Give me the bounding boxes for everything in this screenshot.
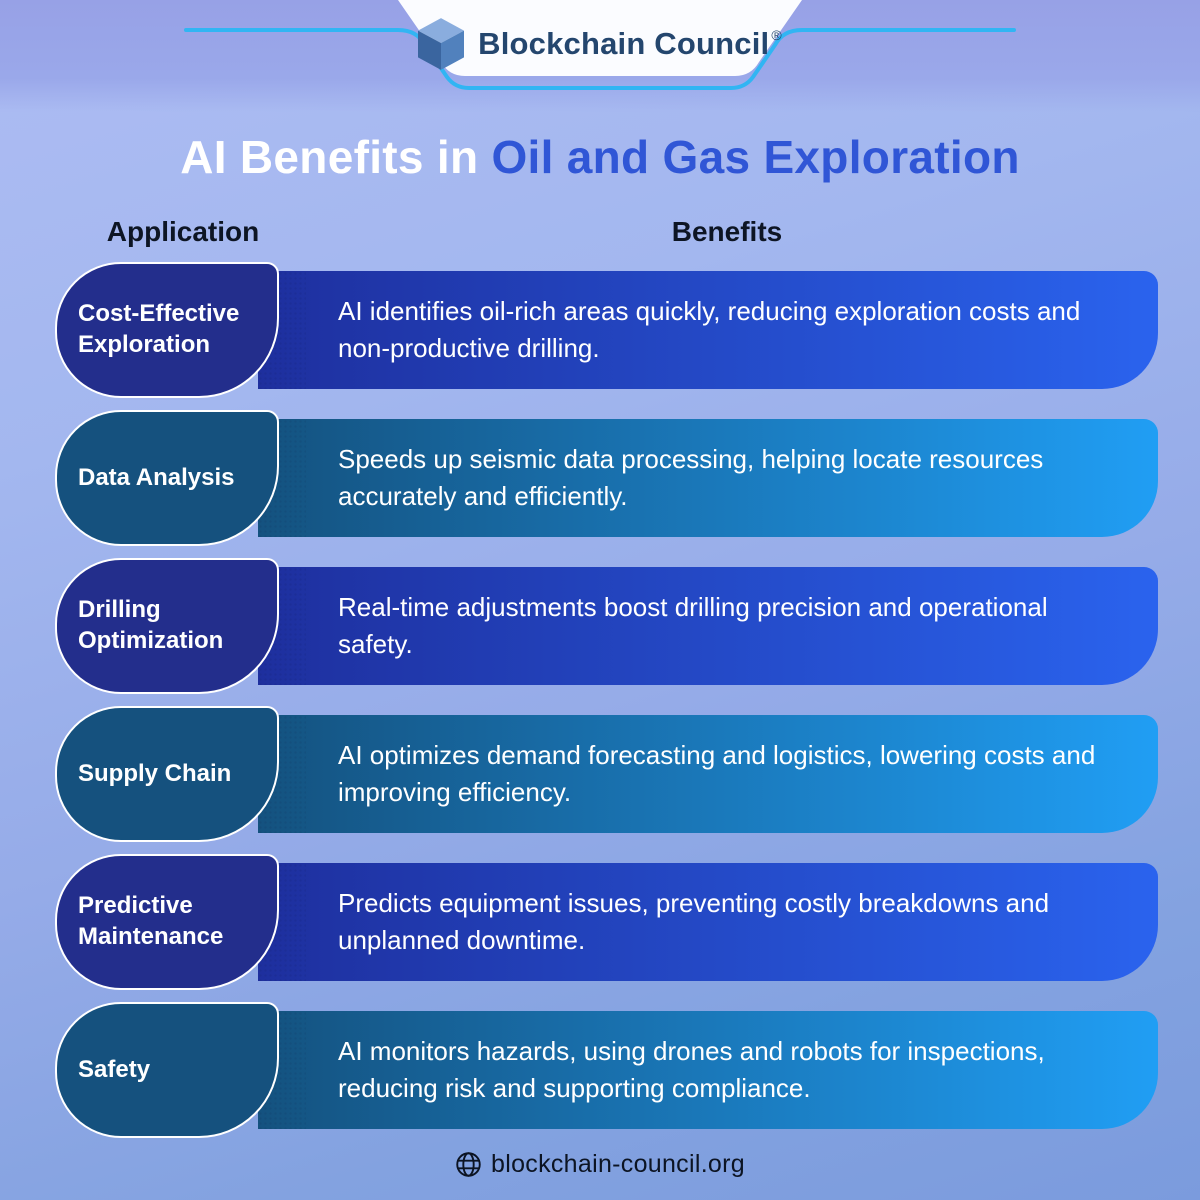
application-pill: Cost-Effective Exploration xyxy=(55,262,279,398)
benefit-bar: Real-time adjustments boost drilling pre… xyxy=(258,567,1158,685)
brand-name-text: Blockchain Council xyxy=(478,26,770,61)
application-pill: Drilling Optimization xyxy=(55,558,279,694)
column-header-benefits: Benefits xyxy=(671,216,783,247)
application-pill: Data Analysis xyxy=(55,410,279,546)
cube-icon xyxy=(418,18,465,70)
benefit-bar: Predicts equipment issues, preventing co… xyxy=(258,863,1158,981)
benefit-bar: AI optimizes demand forecasting and logi… xyxy=(258,715,1158,833)
footer-link[interactable]: blockchain-council.org xyxy=(491,1150,745,1178)
benefit-bar: AI monitors hazards, using drones and ro… xyxy=(258,1011,1158,1129)
benefit-bar: Speeds up seismic data processing, helpi… xyxy=(258,419,1158,537)
header-decoration xyxy=(0,0,1200,112)
brand-logo: Blockchain Council® xyxy=(0,12,1200,76)
benefit-text: Speeds up seismic data processing, helpi… xyxy=(338,444,1044,511)
page-title-prefix: AI Benefits in xyxy=(180,131,492,183)
table-row: Real-time adjustments boost drilling pre… xyxy=(0,558,1200,694)
application-label: Cost-Effective Exploration xyxy=(78,300,240,358)
brand-name: Blockchain Council® xyxy=(478,26,782,62)
footer: blockchain-council.org xyxy=(0,1150,1200,1179)
application-label: Supply Chain xyxy=(78,759,232,787)
benefit-text: AI identifies oil-rich areas quickly, re… xyxy=(338,296,1081,363)
application-label: Data Analysis xyxy=(78,463,235,491)
table-row: Speeds up seismic data processing, helpi… xyxy=(0,410,1200,546)
page-title: AI Benefits in Oil and Gas Exploration xyxy=(0,130,1200,184)
table-row: Predicts equipment issues, preventing co… xyxy=(0,854,1200,990)
table-row: AI identifies oil-rich areas quickly, re… xyxy=(0,262,1200,398)
column-header-application: Application xyxy=(106,216,260,247)
application-pill: Supply Chain xyxy=(55,706,279,842)
benefit-text: Predicts equipment issues, preventing co… xyxy=(338,888,1050,955)
benefit-text: AI optimizes demand forecasting and logi… xyxy=(338,740,1096,807)
benefit-text: AI monitors hazards, using drones and ro… xyxy=(338,1036,1045,1103)
application-pill: Predictive Maintenance xyxy=(55,854,279,990)
application-pill: Safety xyxy=(55,1002,279,1138)
table-row: AI monitors hazards, using drones and ro… xyxy=(0,1002,1200,1138)
header-white-tab xyxy=(398,0,802,76)
globe-icon xyxy=(456,1152,481,1177)
page-title-highlight: Oil and Gas Exploration xyxy=(491,131,1020,183)
benefit-text: Real-time adjustments boost drilling pre… xyxy=(338,592,1048,659)
table-row: AI optimizes demand forecasting and logi… xyxy=(0,706,1200,842)
application-label: Predictive Maintenance xyxy=(78,892,224,950)
registered-mark: ® xyxy=(771,27,782,43)
benefits-table: AI identifies oil-rich areas quickly, re… xyxy=(0,262,1200,1150)
benefit-bar: AI identifies oil-rich areas quickly, re… xyxy=(258,271,1158,389)
application-label: Safety xyxy=(78,1055,151,1083)
application-label: Drilling Optimization xyxy=(78,596,224,654)
